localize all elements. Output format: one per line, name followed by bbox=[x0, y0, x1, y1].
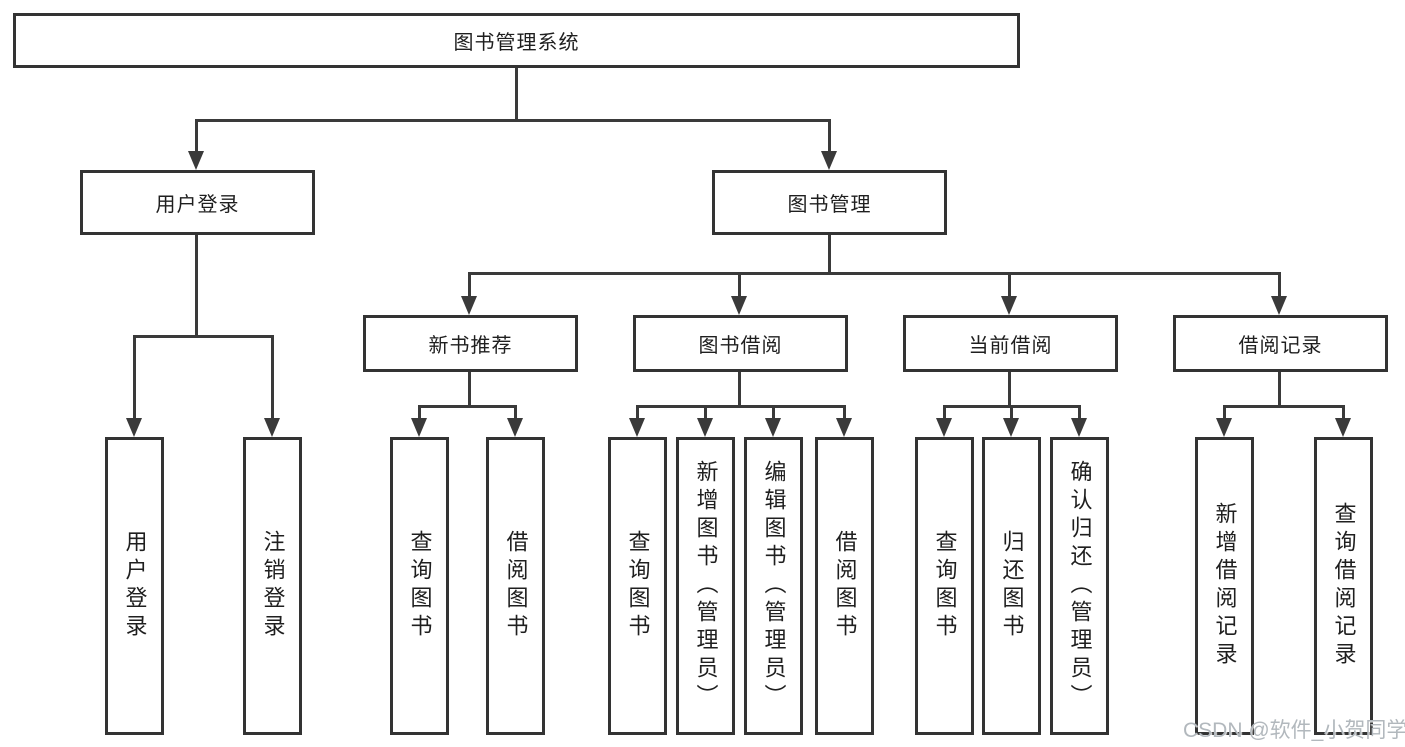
connector-line bbox=[772, 405, 775, 420]
connector-line bbox=[636, 405, 846, 408]
connector-line bbox=[468, 372, 471, 407]
leaf-query-books-borrow: 查询图书 bbox=[608, 437, 667, 735]
connector-line bbox=[468, 272, 471, 298]
arrow-down-icon bbox=[1335, 418, 1351, 437]
connector-line bbox=[1008, 272, 1011, 298]
arrow-down-icon bbox=[936, 418, 952, 437]
connector-line bbox=[196, 119, 831, 122]
connector-line bbox=[514, 405, 517, 420]
connector-line bbox=[1342, 405, 1345, 420]
connector-line bbox=[1010, 405, 1013, 420]
leaf-logout: 注销登录 bbox=[243, 437, 302, 735]
connector-line bbox=[738, 272, 741, 298]
csdn-watermark: CSDN @软件_小贺同学 bbox=[1183, 719, 1405, 742]
arrow-down-icon bbox=[1271, 296, 1287, 315]
connector-line bbox=[133, 335, 274, 338]
leaf-edit-books-admin: 编辑图书（管理员） bbox=[744, 437, 803, 735]
arrow-down-icon bbox=[836, 418, 852, 437]
connector-line bbox=[1078, 405, 1081, 420]
arrow-down-icon bbox=[765, 418, 781, 437]
leaf-add-borrow-record: 新增借阅记录 bbox=[1195, 437, 1254, 735]
leaf-query-borrow-record: 查询借阅记录 bbox=[1314, 437, 1373, 735]
connector-line bbox=[738, 372, 741, 407]
connector-line bbox=[828, 119, 831, 152]
connector-line bbox=[195, 119, 198, 152]
leaf-borrow-books-recommend: 借阅图书 bbox=[486, 437, 545, 735]
arrow-down-icon bbox=[629, 418, 645, 437]
arrow-down-icon bbox=[411, 418, 427, 437]
node-current-borrow: 当前借阅 bbox=[903, 315, 1118, 372]
connector-line bbox=[943, 405, 946, 420]
leaf-query-books-current: 查询图书 bbox=[915, 437, 974, 735]
leaf-add-books-admin: 新增图书（管理员） bbox=[676, 437, 735, 735]
leaf-borrow-books: 借阅图书 bbox=[815, 437, 874, 735]
connector-line bbox=[1223, 405, 1345, 408]
connector-line bbox=[843, 405, 846, 420]
connector-line bbox=[636, 405, 639, 420]
node-user-login: 用户登录 bbox=[80, 170, 315, 235]
connector-line bbox=[1278, 272, 1281, 298]
arrow-down-icon bbox=[1071, 418, 1087, 437]
arrow-down-icon bbox=[821, 151, 837, 170]
arrow-down-icon bbox=[126, 418, 142, 437]
connector-line bbox=[271, 335, 274, 420]
node-new-book-recommend: 新书推荐 bbox=[363, 315, 578, 372]
node-book-borrow: 图书借阅 bbox=[633, 315, 848, 372]
arrow-down-icon bbox=[1001, 296, 1017, 315]
connector-line bbox=[418, 405, 517, 408]
connector-line bbox=[468, 272, 1281, 275]
connector-line bbox=[133, 335, 136, 420]
connector-line bbox=[1278, 372, 1281, 407]
arrow-down-icon bbox=[264, 418, 280, 437]
node-borrow-records: 借阅记录 bbox=[1173, 315, 1388, 372]
connector-line bbox=[828, 235, 831, 274]
node-root: 图书管理系统 bbox=[13, 13, 1020, 68]
leaf-return-books: 归还图书 bbox=[982, 437, 1041, 735]
connector-line bbox=[1008, 372, 1011, 407]
leaf-confirm-return-admin: 确认归还（管理员） bbox=[1050, 437, 1109, 735]
arrow-down-icon bbox=[1003, 418, 1019, 437]
arrow-down-icon bbox=[697, 418, 713, 437]
connector-line bbox=[195, 235, 198, 337]
connector-line bbox=[1223, 405, 1226, 420]
arrow-down-icon bbox=[188, 151, 204, 170]
arrow-down-icon bbox=[507, 418, 523, 437]
leaf-user-login: 用户登录 bbox=[105, 437, 164, 735]
leaf-query-books-recommend: 查询图书 bbox=[390, 437, 449, 735]
arrow-down-icon bbox=[731, 296, 747, 315]
arrow-down-icon bbox=[461, 296, 477, 315]
connector-line bbox=[515, 68, 518, 121]
connector-line bbox=[704, 405, 707, 420]
connector-line bbox=[418, 405, 421, 420]
node-book-management: 图书管理 bbox=[712, 170, 947, 235]
arrow-down-icon bbox=[1216, 418, 1232, 437]
